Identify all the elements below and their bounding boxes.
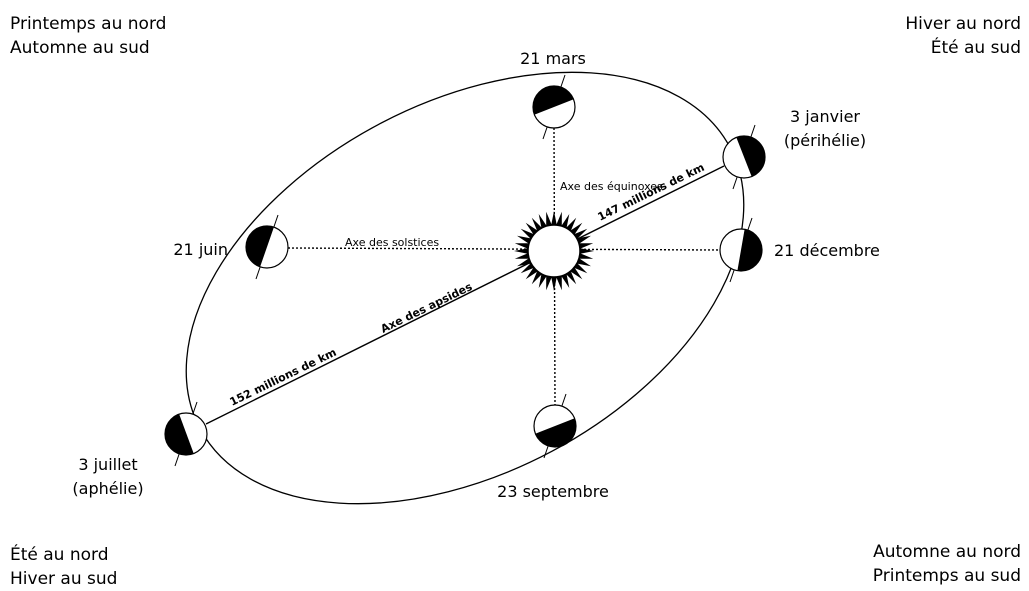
season-label-bottom-left: Été au nord Hiver au sud	[10, 543, 117, 591]
night-side	[534, 417, 576, 447]
season-south: Hiver au sud	[10, 569, 118, 589]
earth-march	[532, 74, 576, 140]
season-label-bottom-right: Automne au nord Printemps au sud	[873, 540, 1021, 588]
sun	[514, 211, 594, 291]
earth-june	[245, 214, 289, 280]
apsides-axis	[205, 165, 725, 425]
season-label-top-right: Hiver au nord Été au sud	[905, 12, 1021, 60]
night-side	[737, 229, 762, 271]
night-side	[246, 226, 275, 268]
earth-december	[719, 217, 763, 283]
date-label-aphelion: (aphélie)	[72, 479, 143, 498]
date-label-june: 21 juin	[173, 240, 228, 259]
season-north: Été au nord	[10, 545, 109, 565]
earth-july	[164, 401, 208, 467]
equinox-axis-label: Axe des équinoxes	[560, 180, 663, 193]
date-label-december: 21 décembre	[774, 241, 880, 260]
earth-disc	[722, 135, 766, 179]
season-south: Automne au sud	[10, 38, 150, 58]
aphelion-distance-label: 152 millions de km	[228, 346, 339, 409]
night-side	[533, 86, 575, 116]
earth-disc	[719, 228, 763, 272]
earth-disc	[164, 412, 208, 456]
date-label-july: 3 juillet	[78, 455, 137, 474]
season-south: Printemps au sud	[872, 566, 1021, 586]
date-label-march: 21 mars	[520, 49, 586, 68]
date-label-january: 3 janvier	[790, 107, 860, 126]
earth-disc	[245, 225, 289, 269]
season-north: Printemps au nord	[10, 14, 167, 34]
night-side	[165, 413, 195, 455]
solstice-axis-label: Axe des solstices	[345, 236, 439, 249]
season-label-top-left: Printemps au nord Automne au sud	[10, 12, 166, 60]
solstice-axis	[287, 247, 721, 251]
season-north: Automne au nord	[873, 542, 1021, 562]
earth-september	[533, 393, 577, 459]
earth-disc	[532, 85, 576, 129]
earth-january	[722, 124, 766, 190]
season-north: Hiver au nord	[905, 14, 1021, 34]
earth-disc	[533, 404, 577, 448]
season-south: Été au sud	[930, 38, 1021, 58]
night-side	[735, 136, 765, 178]
sun-disc	[527, 224, 581, 278]
date-label-perihelion: (périhélie)	[784, 131, 866, 150]
date-label-september: 23 septembre	[497, 482, 609, 501]
apsides-axis-label: Axe des apsides	[379, 280, 475, 336]
